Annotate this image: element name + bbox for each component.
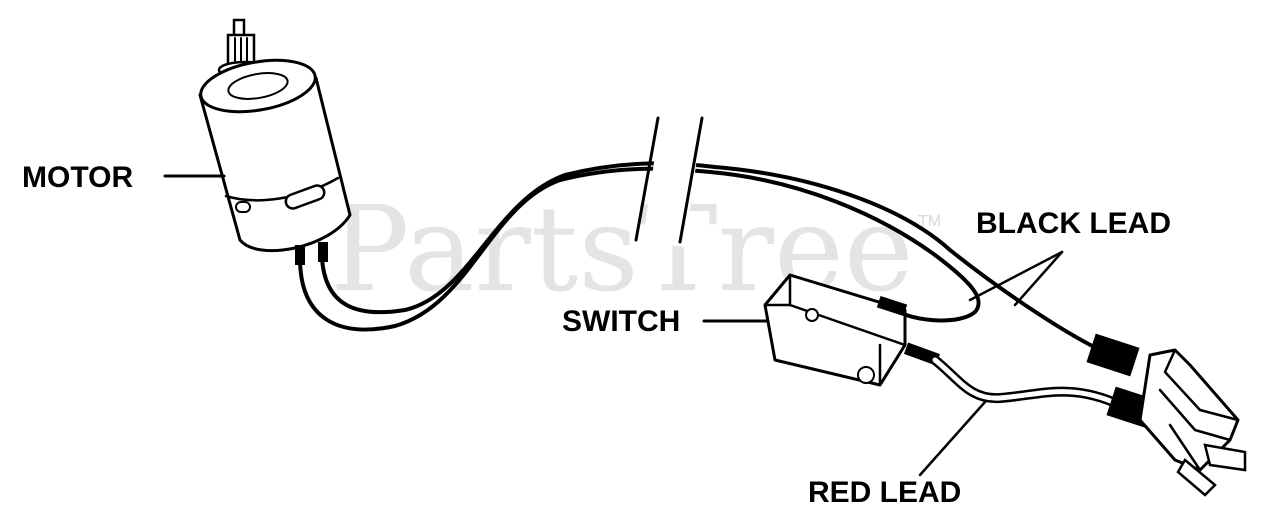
switch-label: SWITCH	[562, 305, 680, 338]
red-lead-label: RED LEAD	[808, 476, 961, 509]
watermark-tm: TM	[918, 213, 941, 230]
motor-label: MOTOR	[22, 161, 133, 194]
black-lead-label: BLACK LEAD	[976, 207, 1171, 240]
plug	[1138, 348, 1247, 497]
red-lead-wire	[930, 355, 1125, 410]
switch	[763, 273, 941, 387]
wire-break-marks	[634, 107, 704, 248]
leader-lines	[163, 174, 1064, 477]
motor	[198, 18, 352, 265]
